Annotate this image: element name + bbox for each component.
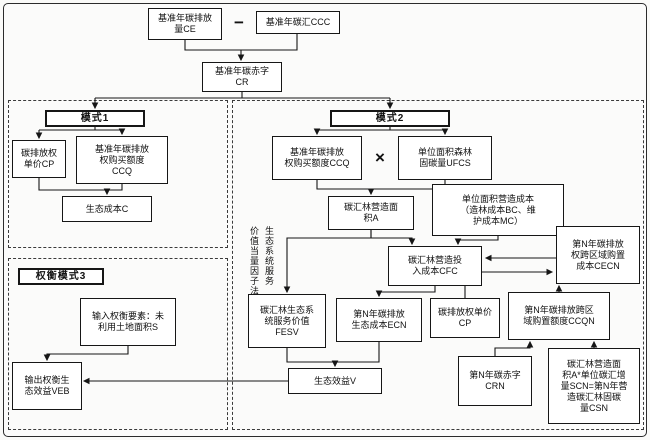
node-mode1-purchase-quota: 基准年碳排放 权购买额度 CCQ <box>76 136 168 184</box>
node-forest-area: 碳汇林营造面 积A <box>328 196 414 230</box>
node-unit-forest-sequestration: 单位面积森林 固碳量UFCS <box>398 136 492 180</box>
node-ecosystem-service-value: 碳汇林生态系 统服务价值 FESV <box>248 294 326 348</box>
node-mode2-purchase-quota: 基准年碳排放 权购买额度CCQ <box>272 136 362 180</box>
node-tradeoff-input: 输入权衡要素：未 利用土地面积S <box>80 298 176 346</box>
node-mode2-carbon-price: 碳排放权单价 CP <box>430 298 500 338</box>
node-baseline-emission: 基准年碳排放 量CE <box>148 8 222 40</box>
region-mode3 <box>8 258 228 430</box>
mode3-title: 权衡模式3 <box>18 268 104 285</box>
node-mode1-carbon-price: 碳排放权 单价CP <box>12 140 66 178</box>
node-eco-benefit: 生态效益V <box>288 368 382 394</box>
node-yearN-eco-cost: 第N年碳排放 生态成本ECN <box>336 298 422 342</box>
times-operator: × <box>375 148 385 167</box>
method-label-right-column: 生态系统服务 <box>264 226 274 286</box>
method-label: 价值当量因子法 生态系统服务 <box>242 226 280 302</box>
node-forest-investment-cost: 碳汇林营造投 入成本CFC <box>388 246 482 286</box>
mode1-title: 模式1 <box>45 110 145 127</box>
region-mode1 <box>8 100 228 248</box>
node-unit-build-cost: 单位面积营造成本 （造林成本BC、维 护成本MC） <box>432 184 564 236</box>
node-tradeoff-output: 输出权衡生 态效益VEB <box>12 362 82 410</box>
node-baseline-sink: 基准年碳汇CCC <box>256 11 340 34</box>
region-mode2 <box>232 100 644 430</box>
node-yearN-deficit: 第N年碳赤字 CRN <box>458 356 532 406</box>
node-yearN-purchase-quota: 第N年碳排放跨区 域购置额度CCQN <box>508 292 610 340</box>
node-mode1-eco-cost: 生态成本C <box>62 196 152 222</box>
mode2-title: 模式2 <box>330 110 450 127</box>
node-cross-region-purchase-cost: 第N年碳排放 权跨区域购置 成本CECN <box>556 226 640 284</box>
method-label-left-column: 价值当量因子法 <box>249 226 259 296</box>
minus-operator: − <box>234 13 244 32</box>
node-baseline-deficit: 基准年碳赤字 CR <box>202 62 282 92</box>
node-forest-sequestration-formula: 碳汇林营造面 积A*单位碳汇增 量SCN=第N年营 造碳汇林固碳 量CSN <box>548 348 640 424</box>
